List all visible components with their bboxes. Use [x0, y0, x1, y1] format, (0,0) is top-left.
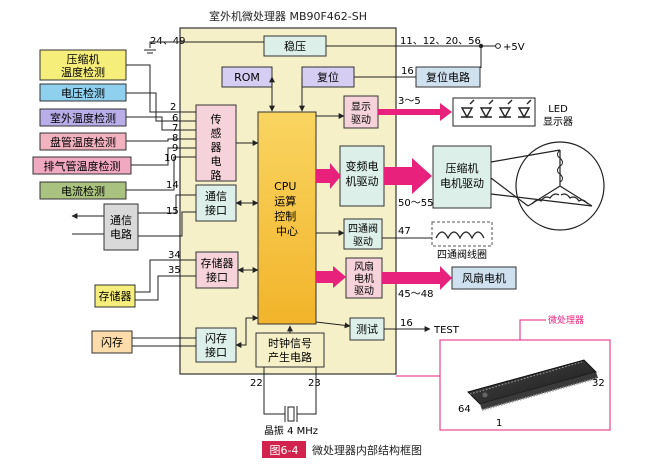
pin-9: 9: [172, 143, 178, 154]
pin-2: 2: [170, 102, 176, 113]
mcu-title: 室外机微处理器 MB90F462-SH: [209, 9, 367, 23]
comm-if-block: [195, 184, 237, 222]
pin-8: 8: [172, 133, 178, 144]
arrow-display-to-led: [378, 103, 452, 121]
pin-16-reset: 16: [401, 66, 414, 77]
pin-45-48: 45～48: [398, 289, 433, 300]
four-way-coil-label: 四通阀线圈: [437, 248, 487, 261]
cpu-label: CPU 运算 控制 中心: [274, 180, 300, 238]
arrow-inverter-to-comp: [384, 158, 432, 194]
display-drive-label: 显示驱动: [351, 101, 371, 126]
pin-6: 6: [172, 113, 178, 124]
pin-47: 47: [398, 226, 411, 237]
comp-drive-box: [432, 145, 492, 209]
arrow-fan-drive-to-motor: [382, 266, 452, 290]
comp-drive-label: 压缩机电机驱动: [440, 161, 484, 190]
caption-tag: [262, 441, 306, 458]
arrow-cpu-to-inverter: [316, 163, 341, 189]
coil-temp-label: 盘管温度检测: [50, 135, 116, 149]
led-panel: [452, 97, 536, 127]
regulator-label: 稳压: [284, 39, 306, 53]
compressor-temp-box: [39, 49, 127, 81]
display-drive-block: [343, 95, 379, 129]
crystal-label: 晶振 4 MHz: [264, 424, 318, 437]
pin-3-5: 3～5: [398, 96, 421, 107]
four-way-drive-block: [343, 218, 383, 250]
chip-label: 微处理器: [548, 314, 584, 326]
storage-if-label: 存储器接口: [201, 256, 234, 284]
flash-box: [91, 330, 133, 354]
storage-label: 存储器: [99, 289, 132, 303]
comm-circuit-box: [103, 203, 139, 251]
pin-11-56: 11、12、20、56: [400, 36, 481, 47]
comm-circuit-label: 通信电路: [110, 214, 132, 241]
pin-35: 35: [168, 265, 181, 276]
pin-50-55: 50～55: [398, 198, 433, 209]
chip-pin-32: 32: [592, 378, 605, 389]
flash-label: 闪存: [101, 335, 123, 349]
reset-circuit-label: 复位电路: [426, 70, 470, 84]
crystal-symbol: [284, 406, 298, 422]
cpu-block: [257, 111, 317, 325]
four-way-drive-label: 四通阀驱动: [348, 222, 378, 248]
fan-drive-label: 风扇电机驱动: [354, 260, 374, 297]
pin-7: 7: [172, 123, 178, 134]
led-icons: [460, 99, 532, 119]
storage-if-block: [195, 251, 239, 289]
flash-if-label: 闪存接口: [205, 331, 227, 359]
pin-22: 22: [250, 378, 263, 389]
caption-text: 微处理器内部结构框图: [312, 443, 422, 457]
motor-symbol: [490, 141, 605, 231]
coil-symbol: [435, 231, 485, 240]
pin-16-test: 16: [400, 318, 413, 329]
pin-15: 15: [166, 206, 179, 217]
gnd-line: [149, 41, 264, 48]
pin-14: 14: [166, 180, 179, 191]
fan-motor-label: 风扇电机: [462, 271, 506, 285]
pin-34: 34: [168, 250, 181, 261]
chip-image: [467, 359, 599, 412]
compressor-temp-label: 压缩机温度检测: [61, 52, 105, 79]
clock-label: 时钟信号产生电路: [268, 336, 312, 364]
rom-label: ROM: [234, 71, 260, 84]
test-block-label: 测试: [356, 323, 378, 336]
voltage-label: 电压检测: [61, 86, 105, 100]
inverter-drive-label: 变频电机驱动: [346, 159, 379, 188]
vcc-label: +5V: [503, 42, 525, 53]
inverter-drive-block: [339, 145, 385, 207]
reset-label: 复位: [317, 70, 339, 84]
current-label: 电流检测: [61, 184, 105, 198]
pin-10: 10: [164, 153, 177, 164]
arrow-cpu-to-fan: [316, 266, 346, 288]
outdoor-temp-label: 室外温度检测: [50, 111, 116, 125]
pin-23: 23: [308, 378, 321, 389]
sensor-label: 传感器电路: [211, 113, 222, 182]
chip-pin-1: 1: [496, 418, 502, 429]
storage-box: [94, 284, 136, 308]
chip-pin-64: 64: [458, 404, 471, 415]
test-label: TEST: [433, 325, 460, 336]
fan-motor-box: [451, 266, 517, 290]
caption-fig: 图6-4: [270, 444, 299, 457]
exhaust-temp-label: 排气管温度检测: [44, 159, 121, 173]
four-way-coil-box: [431, 221, 493, 247]
comm-if-label: 通信接口: [205, 190, 227, 217]
